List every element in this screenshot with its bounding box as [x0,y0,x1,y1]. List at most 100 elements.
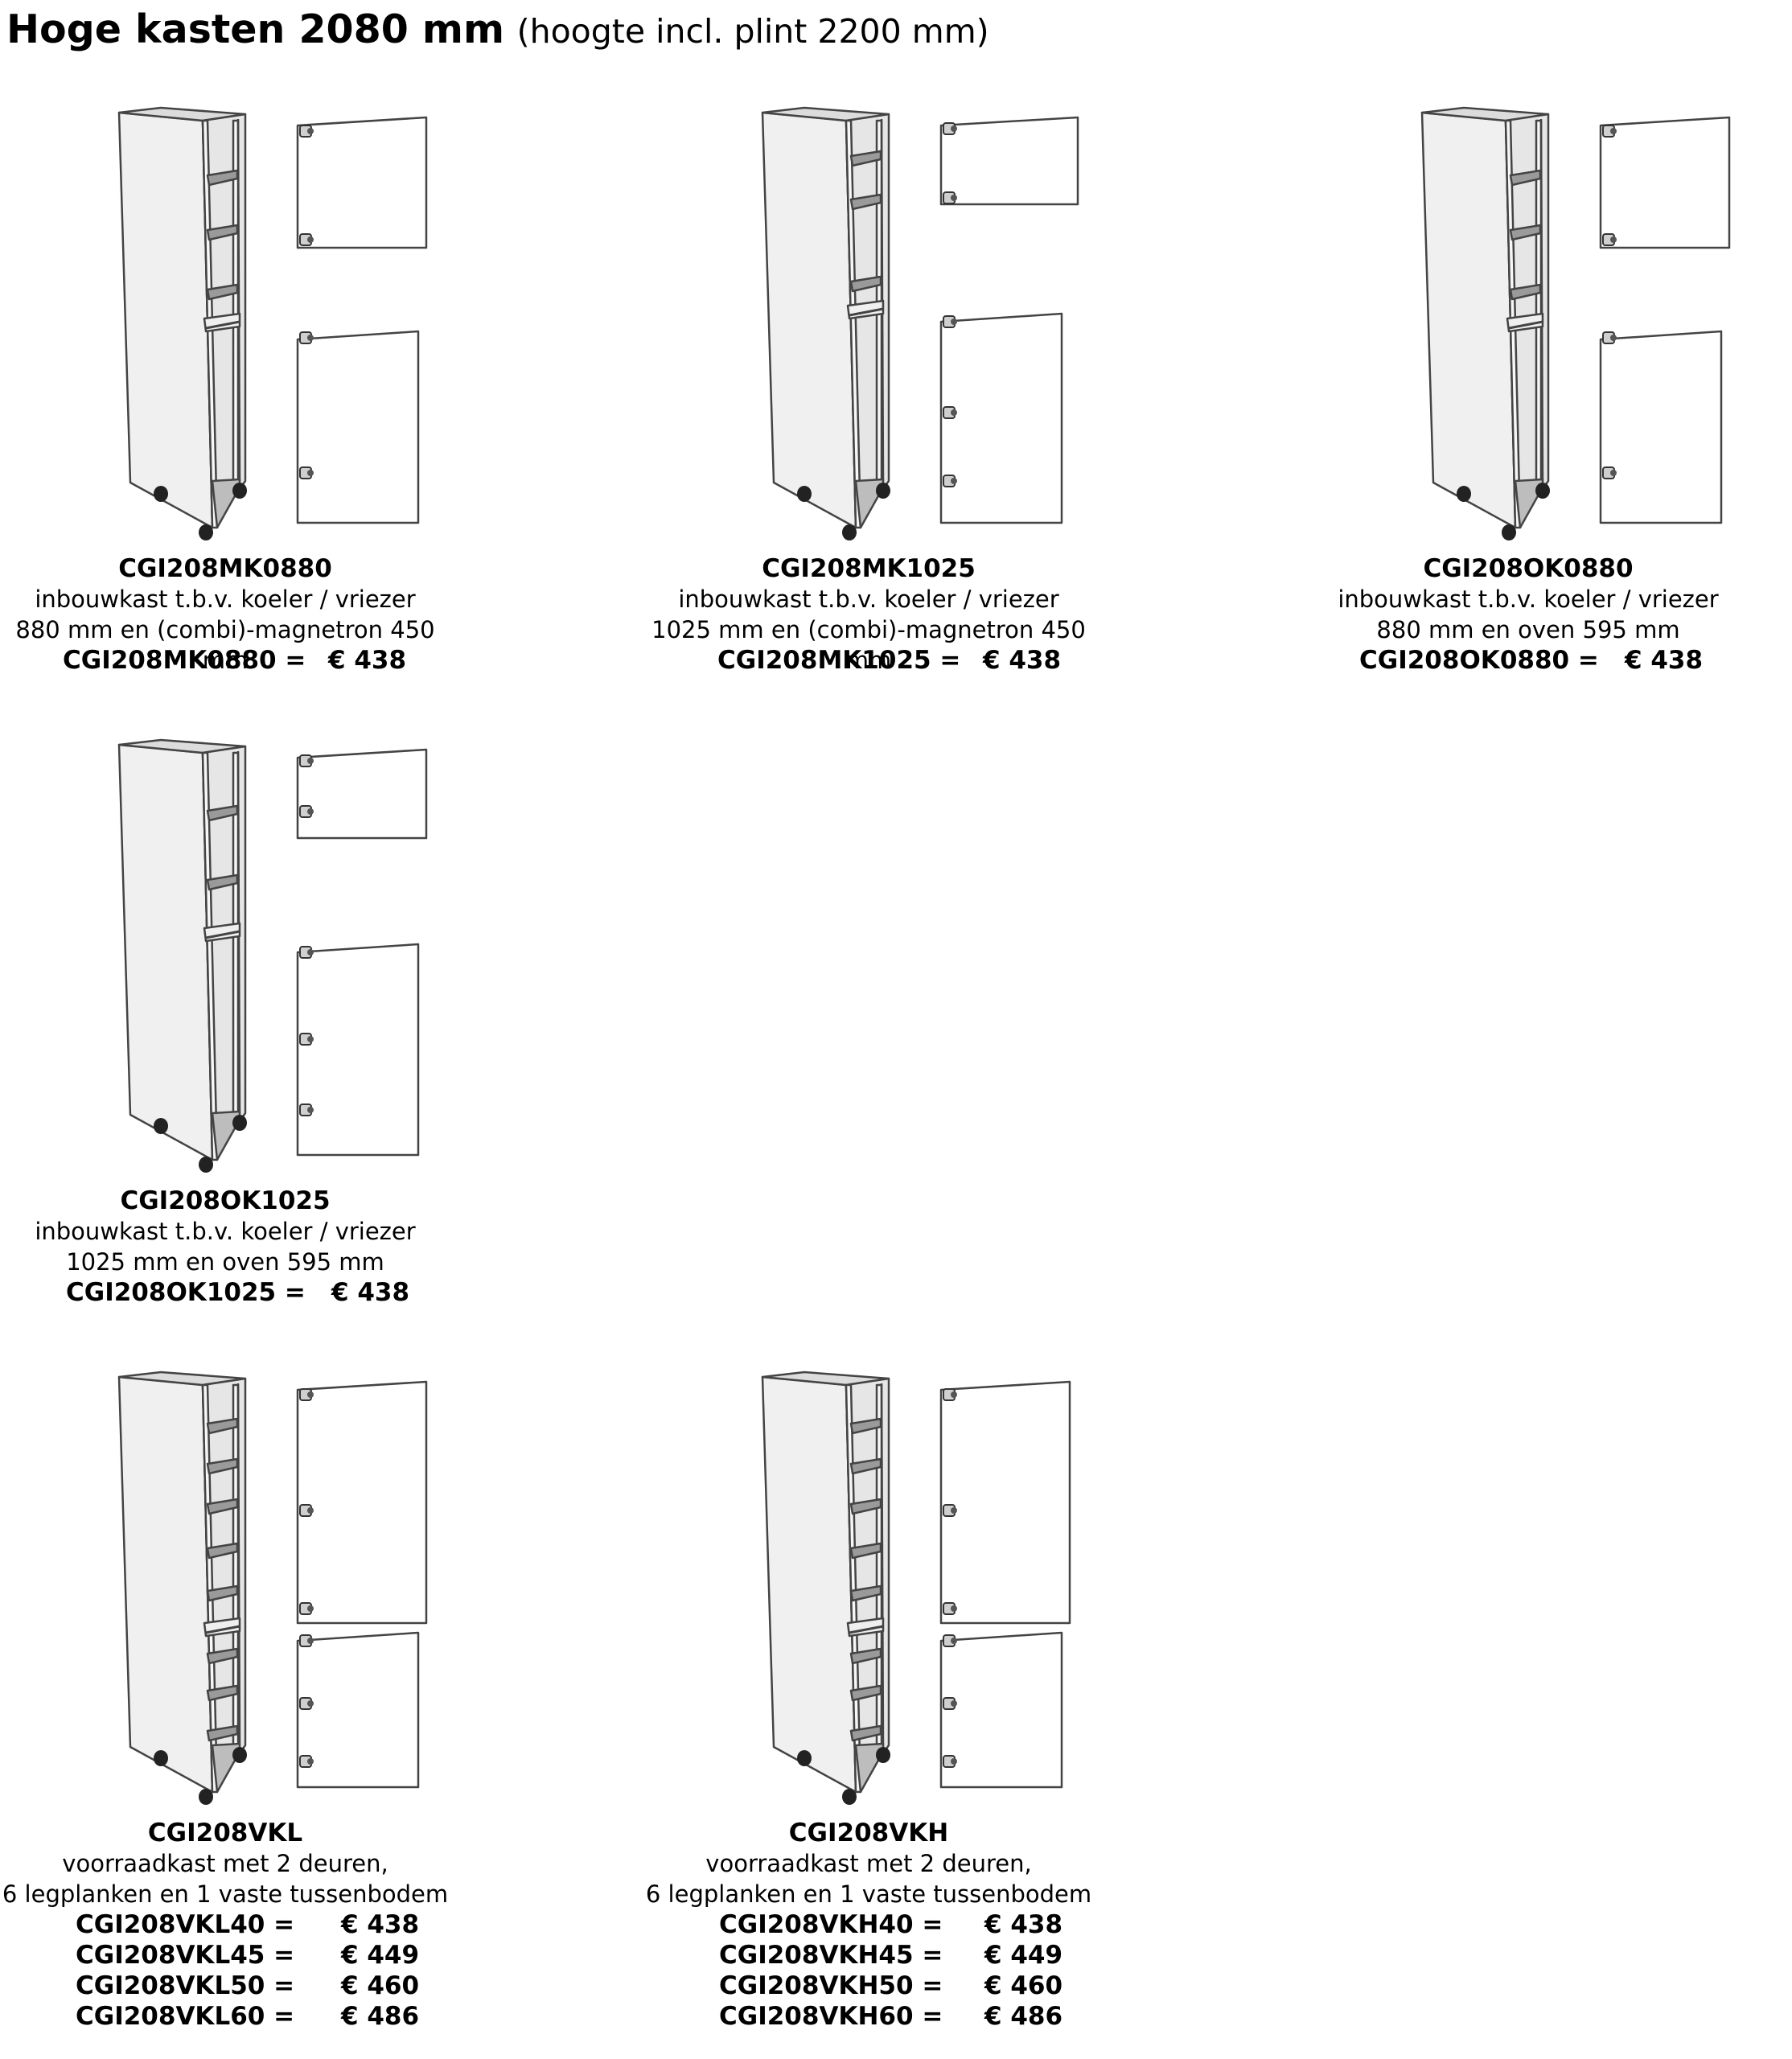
hinge-icon [943,475,957,487]
side-panel [761,1375,857,1794]
price-code: CGI208MK0880 = [63,646,306,675]
page-title: Hoge kasten 2080 mm (hoogte incl. plint … [6,2,989,60]
hinge-icon [299,466,314,479]
foot-icon [1535,483,1550,499]
shelf-edge [207,1685,238,1691]
cabinet-code: CGI208OK0880 [1423,554,1634,583]
price-row: CGI208OK0880 = € 438 [1359,645,1729,676]
hinge-icon [943,1755,957,1768]
hinge-icon [943,406,957,419]
price-row: CGI208MK1025 = € 438 [717,645,1087,676]
price-row: CGI208VKH40 = € 438 [719,1909,1089,1940]
side-panel [1420,111,1517,529]
hinge-icon [943,1388,957,1401]
hinge-icon [943,315,957,328]
cabinet-illustration-icon [117,738,428,1173]
shelf-edge [207,224,238,231]
shelf-edge [1510,224,1541,231]
rail-edge [205,320,240,330]
price-code: CGI208VKL50 = [76,1971,295,2000]
price-value: € 486 [341,2002,420,2031]
rail-edge [849,307,884,317]
hinge-icon [943,122,957,135]
price-row: CGI208VKL60 = € 486 [76,2001,446,2032]
cabinet-description-line2: 6 legplanken en 1 vaste tussenbodem [2,1880,449,1908]
cabinet-description-line2: 880 mm en oven 595 mm [1376,616,1680,643]
right-panel-edge [236,1383,241,1746]
hinge-icon [299,331,314,344]
hinge-icon [299,1504,314,1517]
side-panel [117,743,214,1161]
shelf-edge [207,1418,238,1424]
cabinet-description-line1: inbouwkast t.b.v. koeler / vriezer [35,1218,416,1245]
cabinet-description-line1: inbouwkast t.b.v. koeler / vriezer [678,586,1059,613]
shelf-edge [207,170,238,176]
shelf-edge [1510,170,1541,176]
price-row: CGI208VKH60 = € 486 [719,2001,1089,2032]
cabinet-code: CGI208MK0880 [118,554,332,583]
hinge-icon [1602,125,1617,138]
foot-icon [1457,486,1471,502]
door-panel [939,1380,1071,1625]
shelf-edge [207,1543,238,1549]
foot-icon [199,1157,213,1173]
cabinet-info: CGI208OK0880 inbouwkast t.b.v. koeler / … [1303,553,1753,645]
hinge-icon [943,1602,957,1615]
shelf-edge [1510,284,1541,290]
shelf-edge [207,284,238,290]
price-code: CGI208OK0880 = [1359,646,1599,675]
foot-icon [876,483,890,499]
side-panel [117,1375,214,1794]
price-list: CGI208MK1025 = € 438 [717,645,1087,676]
cabinet-illustration-icon [761,106,1079,540]
price-value: € 449 [341,1941,420,1970]
price-list: CGI208OK1025 = € 438 [66,1277,436,1308]
rail-edge [205,1625,240,1634]
price-list: CGI208VKL40 = € 438 CGI208VKL45 = € 449 … [76,1909,446,2032]
price-code: CGI208VKH50 = [719,1971,943,2000]
shelf-edge [850,276,882,282]
price-list: CGI208MK0880 = € 438 [63,645,433,676]
door-panel [296,943,420,1157]
cabinet-illustration-icon [117,1371,428,1805]
hinge-icon [299,805,314,818]
price-code: CGI208VKL45 = [76,1941,295,1970]
hinge-icon [943,191,957,204]
cabinet-info: CGI208MK1025 inbouwkast t.b.v. koeler / … [643,553,1094,676]
price-code: CGI208VKL40 = [76,1910,295,1939]
price-code: CGI208MK1025 = [717,646,961,675]
cabinet-info: CGI208VKH voorraadkast met 2 deuren, 6 l… [643,1818,1094,1909]
door-panel [296,1631,420,1789]
price-row: CGI208VKL50 = € 460 [76,1971,446,2001]
price-row: CGI208OK1025 = € 438 [66,1277,436,1308]
cabinet-code: CGI208MK1025 [762,554,976,583]
cabinet-illustration-icon [1420,106,1731,540]
shelf-edge [850,1418,882,1424]
cabinet-code: CGI208OK1025 [120,1186,331,1215]
cabinet-code: CGI208VKH [788,1819,949,1847]
hinge-icon [1602,233,1617,246]
cabinet-description-line2: 880 mm en (combi)-magnetron 450 mm [15,616,435,674]
price-list: CGI208OK0880 = € 438 [1359,645,1729,676]
hinge-icon [299,946,314,959]
foot-icon [232,1115,247,1131]
foot-icon [842,1789,857,1805]
cabinet-illustration-icon [761,1371,1071,1805]
foot-icon [199,1789,213,1805]
shelf-edge [207,1498,238,1505]
hinge-icon [943,1697,957,1710]
door-panel [296,1380,428,1625]
shelf-edge [207,874,238,881]
page-title-main: Hoge kasten 2080 mm [6,6,505,52]
shelf-edge [850,1685,882,1691]
door-panel [296,330,420,524]
price-row: CGI208VKH50 = € 460 [719,1971,1089,2001]
shelf-edge [207,805,238,812]
foot-icon [797,486,812,502]
cabinet-info: CGI208MK0880 inbouwkast t.b.v. koeler / … [0,553,450,676]
price-code: CGI208VKL60 = [76,2002,295,2031]
shelf-edge [850,1458,882,1465]
hinge-icon [299,1033,314,1046]
side-panel [117,111,214,529]
right-panel-edge [236,118,241,482]
